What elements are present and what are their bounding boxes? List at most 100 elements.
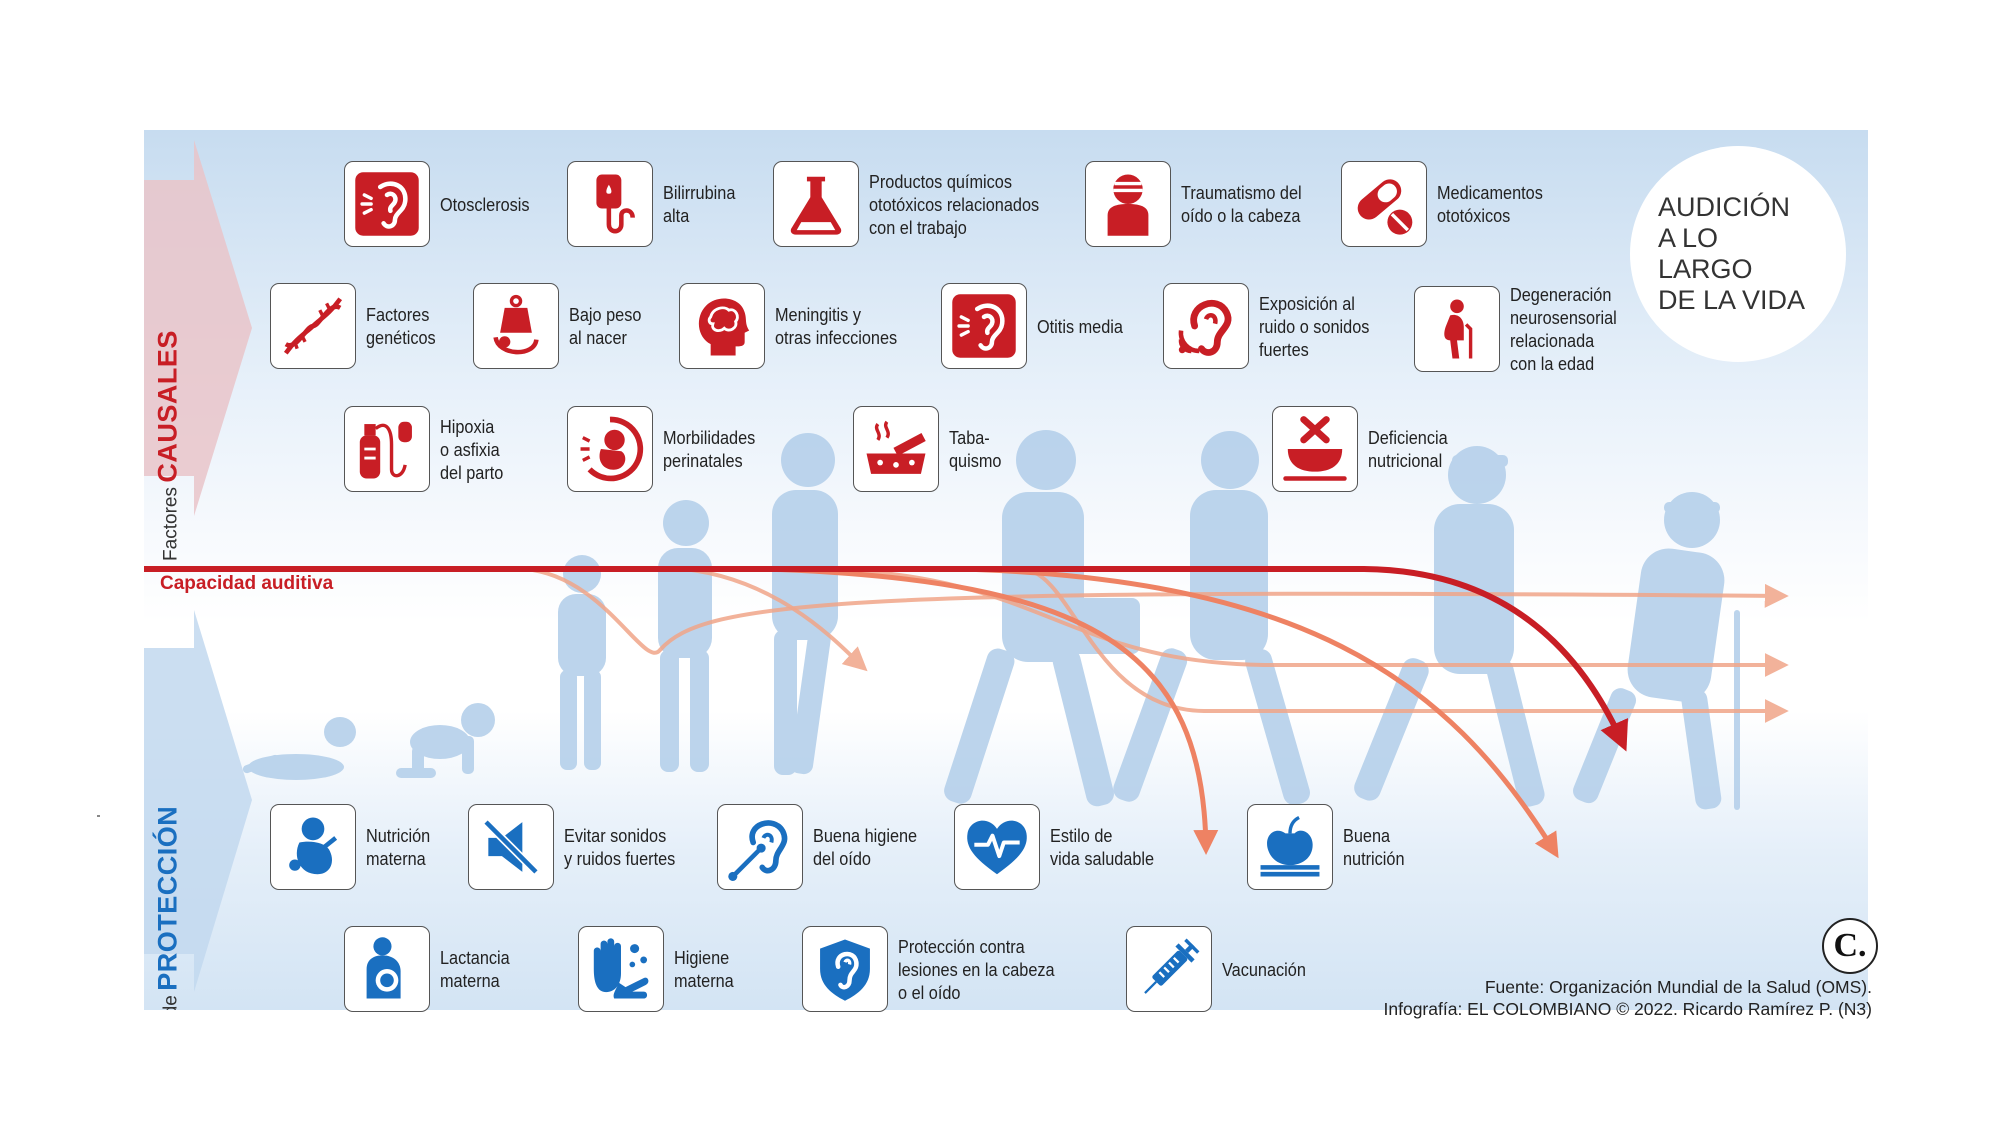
fruits-icon <box>1247 804 1333 890</box>
credits-block: Fuente: Organización Mundial de la Salud… <box>1384 976 1873 1020</box>
elderly-icon <box>1414 286 1500 372</box>
silhouette-baby-crawling <box>396 703 495 778</box>
credit-text: Infografía: EL COLOMBIANO © 2022. Ricard… <box>1383 999 1873 1019</box>
protection-item-higiene-materna: Higiene materna <box>578 926 742 1012</box>
heart-pulse-icon <box>954 804 1040 890</box>
causal-item-degeneracion: Degeneración neurosensorial relacionada … <box>1414 283 1631 375</box>
protection-item-lactancia: Lactancia materna <box>344 926 519 1012</box>
protection-item-label: Protección contra lesiones en la cabeza … <box>898 935 1055 1003</box>
causal-item-otitis: Otitis media <box>941 283 1135 369</box>
protection-factors-label: Factores de PROTECCIÓN <box>153 806 184 1010</box>
arrow-trajectory-4 <box>1023 567 1789 723</box>
ear-sound-icon <box>344 161 430 247</box>
protection-item-label: Buena nutrición <box>1343 825 1405 869</box>
protection-item-estilo-vida: Estilo de vida saludable <box>954 804 1168 890</box>
protection-item-label: Buena higiene del oído <box>813 825 918 869</box>
empty-bowl-icon <box>1272 406 1358 492</box>
bandaged-head-icon <box>1085 161 1171 247</box>
silhouette-infant-lying <box>242 717 356 780</box>
title-circle: AUDICIÓN A LO LARGO DE LA VIDA <box>1630 146 1846 362</box>
causal-item-label: Meningitis y otras infecciones <box>775 304 898 348</box>
arrow-trajectory-6 <box>963 566 1559 859</box>
causal-item-meningitis: Meningitis y otras infecciones <box>679 283 914 369</box>
causal-item-productos-quimicos: Productos químicos ototóxicos relacionad… <box>773 161 1062 247</box>
arrow-trajectory-2 <box>683 567 868 672</box>
causal-item-label: Bilirrubina alta <box>663 182 736 226</box>
arrow-trajectory-1 <box>523 567 1789 655</box>
causal-item-label: Exposición al ruido o sonidos fuertes <box>1259 292 1370 360</box>
oxygen-tank-icon <box>344 406 430 492</box>
ear-swab-icon <box>717 804 803 890</box>
protection-label-prefix: Factores de <box>161 995 182 1010</box>
causal-item-label: Medicamentos ototóxicos <box>1437 182 1543 226</box>
arrow-trajectory-3 <box>823 567 1789 677</box>
causal-item-otosclerosis: Otosclerosis <box>344 161 542 247</box>
causal-item-tabaquismo: Taba- quismo <box>853 406 1009 492</box>
shield-ear-icon <box>802 926 888 1012</box>
fetus-icon <box>270 804 356 890</box>
pill-icon <box>1341 161 1427 247</box>
protection-item-label: Evitar sonidos y ruidos fuertes <box>564 825 676 869</box>
iv-bag-icon <box>567 161 653 247</box>
protection-item-label: Estilo de vida saludable <box>1050 825 1155 869</box>
fetus-icon <box>567 406 653 492</box>
causal-item-label: Traumatismo del oído o la cabeza <box>1181 182 1302 226</box>
protection-item-vacunacion: Vacunación <box>1126 926 1317 1012</box>
causal-side-arrow <box>144 140 252 516</box>
causal-item-label: Otosclerosis <box>440 193 530 215</box>
breastfeeding-icon <box>344 926 430 1012</box>
protection-item-buena-nutricion: Buena nutrición <box>1247 804 1413 890</box>
causal-item-label: Factores genéticos <box>366 304 436 348</box>
causal-item-traumatismo: Traumatismo del oído o la cabeza <box>1085 161 1318 247</box>
causal-factors-label: Factores CAUSALES <box>153 296 184 596</box>
silhouette-toddler <box>558 555 606 770</box>
causal-item-geneticos: Factores genéticos <box>270 283 445 369</box>
silhouette-child <box>658 500 712 772</box>
protection-item-label: Higiene materna <box>674 947 734 991</box>
silhouette-older-adult <box>1354 446 1545 807</box>
ear-noise-icon <box>1163 283 1249 369</box>
causal-item-label: Bajo peso al nacer <box>569 304 642 348</box>
protection-label-emphasis: PROTECCIÓN <box>152 805 183 991</box>
silhouette-teen <box>772 433 838 775</box>
syringe-icon <box>1126 926 1212 1012</box>
causal-item-bilirrubina: Bilirrubina alta <box>567 161 745 247</box>
hearing-capacity-arrows <box>144 566 1789 859</box>
baby-scale-icon <box>473 283 559 369</box>
arrow-trajectory-7 <box>144 566 1629 752</box>
handwashing-icon <box>578 926 664 1012</box>
brain-head-icon <box>679 283 765 369</box>
source-text: Fuente: Organización Mundial de la Salud… <box>1484 977 1872 997</box>
causal-item-perinatales: Morbilidades perinatales <box>567 406 768 492</box>
arrow-trajectory-5 <box>763 566 1219 855</box>
causal-item-label: Hipoxia o asfixia del parto <box>440 415 504 483</box>
causal-item-ruido: Exposición al ruido o sonidos fuertes <box>1163 283 1384 369</box>
dna-icon <box>270 283 356 369</box>
protection-item-proteccion-lesiones: Protección contra lesiones en la cabeza … <box>802 926 1076 1012</box>
causal-item-deficiencia: Deficiencia nutricional <box>1272 406 1459 492</box>
protection-item-nutricion-materna: Nutrición materna <box>270 804 439 890</box>
causal-label-emphasis: CAUSALES <box>152 330 183 483</box>
causal-item-bajo-peso: Bajo peso al nacer <box>473 283 651 369</box>
causal-item-label: Taba- quismo <box>949 427 1002 471</box>
life-course-scene <box>144 140 1789 992</box>
protection-item-label: Vacunación <box>1222 958 1306 980</box>
stray-dot <box>97 815 100 817</box>
causal-item-label: Otitis media <box>1037 315 1123 337</box>
hearing-capacity-label: Capacidad auditiva <box>160 573 334 594</box>
protection-item-higiene-oido: Buena higiene del oído <box>717 804 931 890</box>
causal-item-medicamentos: Medicamentos ototóxicos <box>1341 161 1557 247</box>
mute-speaker-icon <box>468 804 554 890</box>
causal-item-label: Productos químicos ototóxicos relacionad… <box>869 170 1040 238</box>
protection-side-arrow <box>144 610 252 992</box>
ear-sound-icon <box>941 283 1027 369</box>
cigarette-ashtray-icon <box>853 406 939 492</box>
causal-item-label: Morbilidades perinatales <box>663 427 756 471</box>
causal-item-label: Deficiencia nutricional <box>1368 427 1448 471</box>
flask-icon <box>773 161 859 247</box>
protection-item-label: Nutrición materna <box>366 825 431 869</box>
causal-label-prefix: Factores <box>160 487 182 561</box>
causal-item-hipoxia: Hipoxia o asfixia del parto <box>344 406 512 492</box>
protection-item-evitar-sonidos: Evitar sonidos y ruidos fuertes <box>468 804 690 890</box>
infographic-title: AUDICIÓN A LO LARGO DE LA VIDA <box>1658 192 1806 315</box>
